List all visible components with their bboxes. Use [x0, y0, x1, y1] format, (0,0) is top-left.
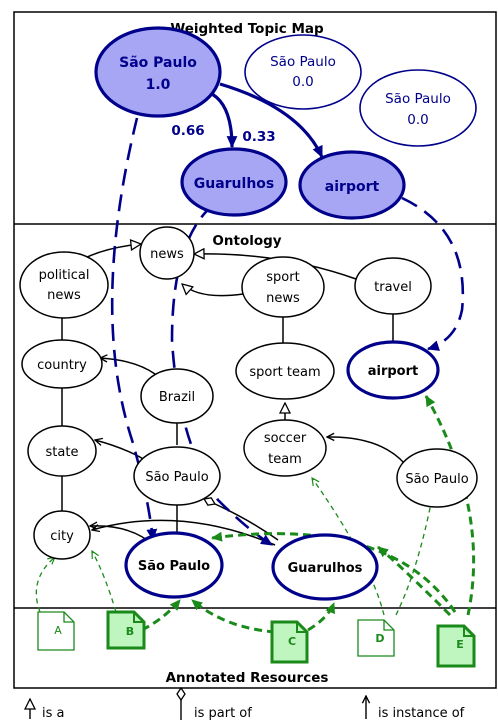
doc-b-label: B: [126, 625, 134, 638]
annot-b-to-sao-paulo: [141, 599, 182, 632]
svg-text:Guarulhos: Guarulhos: [288, 561, 363, 576]
node-guarulhos[interactable]: Guarulhos: [271, 533, 379, 601]
edge-sp-to-airport: [219, 82, 324, 158]
annotation-edges: [35, 395, 476, 634]
doc-e-icon[interactable]: E: [436, 624, 476, 668]
topic-sao-paulo-a[interactable]: São Paulo 0.0: [244, 34, 362, 110]
map-sp-to-sao-paulo-city: [110, 117, 158, 542]
topic-map-title: Weighted Topic Map: [170, 21, 324, 37]
node-state[interactable]: state: [27, 425, 97, 477]
node-city[interactable]: city: [33, 510, 91, 560]
doc-a-label: A: [54, 624, 62, 637]
legend-is-a: is a: [30, 699, 64, 721]
topic-sao-paulo-b[interactable]: São Paulo 0.0: [359, 69, 477, 147]
annot-e-to-airport: [424, 395, 476, 616]
doc-e-label: E: [456, 638, 464, 651]
legend-is-instance-of-label: is instance of: [378, 706, 465, 721]
node-sport-team[interactable]: sport team: [235, 342, 335, 400]
doc-c-label: C: [288, 635, 296, 648]
svg-text:travel: travel: [374, 280, 412, 295]
node-brazil[interactable]: Brazil: [140, 368, 214, 424]
edge-sport-news-is-a-news: [182, 284, 244, 297]
annot-a-to-city: [35, 557, 55, 613]
topic-sao-paulo-a-weight: 0.0: [292, 74, 313, 90]
svg-text:sport: sport: [266, 270, 299, 285]
svg-text:political: political: [39, 268, 90, 283]
annot-c-to-guarulhos: [307, 602, 336, 632]
node-travel[interactable]: travel: [354, 257, 432, 315]
svg-text:São Paulo: São Paulo: [405, 472, 468, 487]
svg-text:team: team: [268, 452, 302, 467]
legend-is-a-label: is a: [42, 706, 64, 721]
annot-b-to-city: [92, 551, 117, 613]
weight-guarulhos: 0.66: [171, 123, 204, 139]
node-sao-paulo-team[interactable]: São Paulo: [396, 448, 478, 508]
ontology-title: Ontology: [212, 233, 281, 249]
topic-sao-paulo-main-weight: 1.0: [146, 77, 171, 93]
svg-text:city: city: [50, 529, 74, 544]
topic-sao-paulo-main-name: São Paulo: [119, 55, 197, 71]
annot-d-to-sao-paulo-team: [395, 498, 432, 616]
svg-text:soccer: soccer: [264, 431, 307, 446]
topic-guarulhos-name: Guarulhos: [194, 176, 275, 192]
map-airport-to-airport-concept: [401, 196, 465, 351]
svg-text:Brazil: Brazil: [159, 390, 195, 405]
doc-a-icon[interactable]: A: [37, 611, 75, 651]
node-country[interactable]: country: [21, 339, 103, 389]
ontology-edges: [62, 244, 406, 547]
svg-text:news: news: [47, 288, 81, 303]
edge-brazil-instance-of-country: [100, 358, 156, 375]
svg-text:airport: airport: [368, 364, 419, 379]
topic-sao-paulo-main[interactable]: São Paulo 1.0: [94, 26, 222, 118]
edge-guarulhos-instance-of-city: [92, 519, 276, 546]
legend-is-instance-of: is instance of: [366, 696, 465, 721]
node-political-news[interactable]: political news: [19, 251, 109, 319]
annot-c-to-sao-paulo: [191, 598, 276, 634]
outer-frame: [13, 11, 497, 689]
ontology-nodes: news political news sport news travel co…: [19, 226, 478, 601]
topic-sao-paulo-b-name: São Paulo: [385, 91, 451, 107]
svg-text:country: country: [37, 358, 87, 373]
doc-d-icon[interactable]: D: [357, 619, 395, 657]
node-sao-paulo-city[interactable]: São Paulo: [124, 531, 224, 599]
svg-text:São Paulo: São Paulo: [138, 559, 210, 574]
edge-sp-to-guarulhos: [207, 90, 238, 149]
node-airport[interactable]: airport: [346, 340, 440, 400]
topic-guarulhos[interactable]: Guarulhos: [180, 147, 288, 217]
svg-text:news: news: [266, 291, 300, 306]
doc-d-label: D: [375, 632, 384, 645]
svg-text:São Paulo: São Paulo: [145, 470, 208, 485]
node-sport-news[interactable]: sport news: [241, 256, 325, 318]
edge-sp-state-instance-of-state: [95, 440, 146, 461]
legend-is-part-of: is part of: [181, 700, 252, 721]
topic-map-nodes: São Paulo 1.0 São Paulo 0.0 São Paulo 0.…: [94, 26, 477, 220]
topic-sao-paulo-a-name: São Paulo: [270, 54, 336, 70]
svg-text:sport team: sport team: [249, 365, 320, 380]
node-sao-paulo-state[interactable]: São Paulo: [133, 446, 221, 506]
svg-text:state: state: [46, 445, 79, 460]
doc-c-icon[interactable]: C: [270, 620, 309, 664]
node-soccer-team[interactable]: soccer team: [243, 419, 327, 477]
resource-docs: A B C D E: [37, 610, 476, 668]
node-news[interactable]: news: [139, 226, 195, 280]
svg-text:news: news: [150, 247, 184, 262]
doc-b-icon[interactable]: B: [106, 610, 146, 650]
topic-airport-name: airport: [325, 179, 380, 195]
legend-is-part-of-label: is part of: [194, 706, 252, 721]
topic-airport[interactable]: airport: [298, 150, 406, 220]
topic-sao-paulo-b-weight: 0.0: [407, 112, 428, 128]
edge-sp-team-instance-of-soccer-team: [327, 437, 406, 465]
annot-e-to-guarulhos: [377, 545, 452, 617]
resources-title: Annotated Resources: [166, 670, 329, 686]
legend: is a is part of is instance of: [30, 696, 465, 721]
weight-airport: 0.33: [242, 129, 275, 145]
